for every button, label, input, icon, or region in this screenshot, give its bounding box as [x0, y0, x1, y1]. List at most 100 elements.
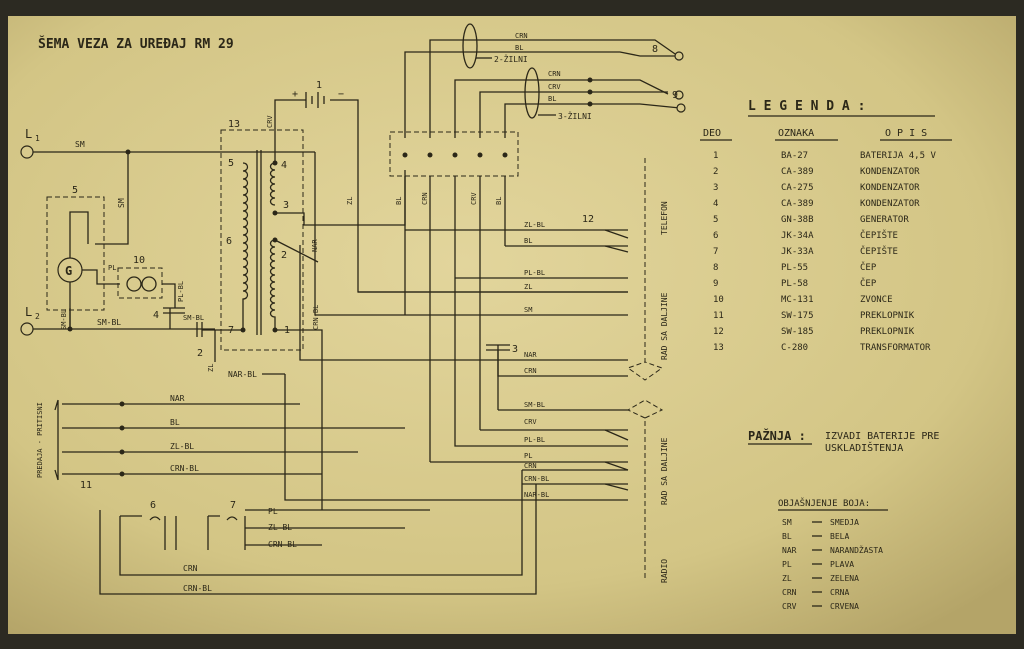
- legend-row-oznaka: SW-175: [781, 311, 814, 321]
- label-box-bl: BL: [395, 197, 403, 205]
- colour-key-code: NAR: [782, 546, 797, 555]
- legend-col-deo: DEO: [703, 128, 721, 139]
- switch-12-frame: [626, 158, 664, 381]
- label-c9-crv: CRV: [548, 83, 561, 91]
- legend-title: L E G E N D A :: [748, 99, 865, 114]
- label-s11-crnbl: CRN-BL: [170, 464, 199, 473]
- label-box-crv: CRV: [470, 192, 478, 205]
- plug-9-pin-b: [676, 103, 686, 113]
- legend-row-deo: 13: [713, 343, 724, 353]
- colour-key-code: SM: [782, 518, 792, 527]
- legend-row-deo: 6: [713, 231, 718, 241]
- legend-row-opis: GENERATOR: [860, 215, 909, 225]
- label-rad2-crnbl: CRN-BL: [524, 475, 549, 483]
- label-bot-crn: CRN: [183, 564, 198, 573]
- wire-bot-crn: [119, 470, 523, 576]
- legend-row-opis: PREKLOPNIK: [860, 327, 915, 337]
- legend-row-oznaka: JK-34A: [781, 231, 814, 241]
- label-s11-nar: NAR: [170, 394, 185, 403]
- warning-label: PAŽNJA :: [748, 428, 806, 443]
- legend-row-oznaka: BA-27: [781, 151, 808, 161]
- label-sm-top: SM: [75, 140, 85, 149]
- side-label-predaja: PREDAJA - PRITISNI: [36, 402, 44, 478]
- terminal-l1-label: L: [25, 127, 32, 141]
- label-rad1-sm: SM: [524, 306, 532, 314]
- switch-11-frame: [54, 399, 59, 481]
- legend-row-deo: 12: [713, 327, 724, 337]
- legend-row-opis: KONDENZATOR: [860, 167, 920, 177]
- legend-row-opis: KONDENZATOR: [860, 183, 920, 193]
- legend-row-deo: 9: [713, 279, 718, 289]
- label-12: 12: [582, 214, 594, 225]
- colour-key-name: SMEDJA: [830, 518, 859, 527]
- node: [452, 152, 458, 158]
- wire-gen: [69, 211, 120, 329]
- warning-note: PAŽNJA : IZVADI BATERIJE PRE USKLADIŠTEN…: [748, 428, 939, 454]
- legend-row-oznaka: PL-58: [781, 279, 808, 289]
- legend-row-oznaka: CA-389: [781, 167, 814, 177]
- label-rad2-pl: PL: [524, 452, 532, 460]
- diagram-title: ŠEMA VEZA ZA UREĐAJ RM 29: [38, 36, 234, 52]
- colour-key-code: PL: [782, 560, 792, 569]
- label-8: 8: [652, 44, 658, 55]
- label-crv-top: CRV: [266, 115, 274, 128]
- colour-key-title: OBJAŠNJENJE BOJA:: [778, 497, 870, 509]
- node: [119, 449, 125, 455]
- legend-row-deo: 8: [713, 263, 718, 273]
- legend-row-opis: ZVONCE: [860, 295, 893, 305]
- switch-contacts-bottom: [604, 429, 629, 491]
- predaja-switch: PREDAJA - PRITISNI NAR BL ZL-BL CRN-BL 1…: [36, 394, 405, 491]
- label-10: 10: [133, 255, 145, 266]
- node: [119, 425, 125, 431]
- generator-g-letter: G: [65, 264, 72, 278]
- label-2-zilni: 2-ŽILNI: [494, 53, 528, 64]
- legend-row-oznaka: SW-185: [781, 327, 814, 337]
- secondary-coil-top: [269, 162, 276, 206]
- label-pl-bl-bell: PL-BL: [177, 281, 185, 302]
- label-13: 13: [228, 119, 240, 130]
- colour-key-code: CRV: [782, 602, 797, 611]
- label-2: 2: [197, 348, 203, 359]
- label-6: 6: [150, 500, 156, 511]
- legend-row-deo: 5: [713, 215, 718, 225]
- label-c9-crn: CRN: [548, 70, 561, 78]
- label-s11-zlbl: ZL-BL: [170, 442, 194, 451]
- label-3: 3: [512, 344, 518, 355]
- label-zl-cap: ZL: [207, 364, 215, 372]
- node: [477, 152, 483, 158]
- label-3-zilni: 3-ŽILNI: [558, 110, 592, 121]
- bell-coil-right: [141, 276, 157, 292]
- label-j7-zlbl: ZL-BL: [268, 523, 292, 532]
- label-5: 5: [72, 185, 78, 196]
- label-c8-crn: CRN: [515, 32, 528, 40]
- legend-row-deo: 2: [713, 167, 718, 177]
- legend-row-deo: 10: [713, 295, 724, 305]
- legend-row-opis: PREKLOPNIK: [860, 311, 915, 321]
- plug-8-pin: [674, 51, 684, 61]
- label-rad2-plbl: PL-BL: [524, 436, 545, 444]
- switch-12-frame-b: [626, 399, 664, 580]
- switch-section: 12 ZL-BL BL PL-BL ZL SM NAR CRN 3 SM-BL …: [284, 152, 669, 583]
- label-bot-crnbl: CRN-BL: [183, 584, 212, 593]
- label-7: 7: [230, 500, 236, 511]
- primary-coil: [242, 162, 249, 330]
- label-9: 9: [672, 90, 678, 101]
- label-rad1-plbl: PL-BL: [524, 269, 545, 277]
- legend-row-deo: 7: [713, 247, 718, 257]
- wires-from-box: [404, 176, 506, 462]
- node: [587, 77, 593, 83]
- legend-col-opis: O P I S: [885, 128, 927, 139]
- label-sm-bl-gen: SM-BL: [60, 309, 68, 330]
- plug-9-pin-a: [674, 90, 684, 100]
- terminal-l1-sub: 1: [35, 134, 40, 143]
- node: [125, 149, 131, 155]
- terminal-l1: [20, 145, 34, 159]
- node: [427, 152, 433, 158]
- terminal-l2: [20, 322, 34, 336]
- legend-row-opis: ČEP: [860, 261, 877, 273]
- wire-bot-crnbl: [99, 484, 537, 595]
- capacitor-4: [163, 307, 185, 314]
- transformer-box: [220, 129, 304, 351]
